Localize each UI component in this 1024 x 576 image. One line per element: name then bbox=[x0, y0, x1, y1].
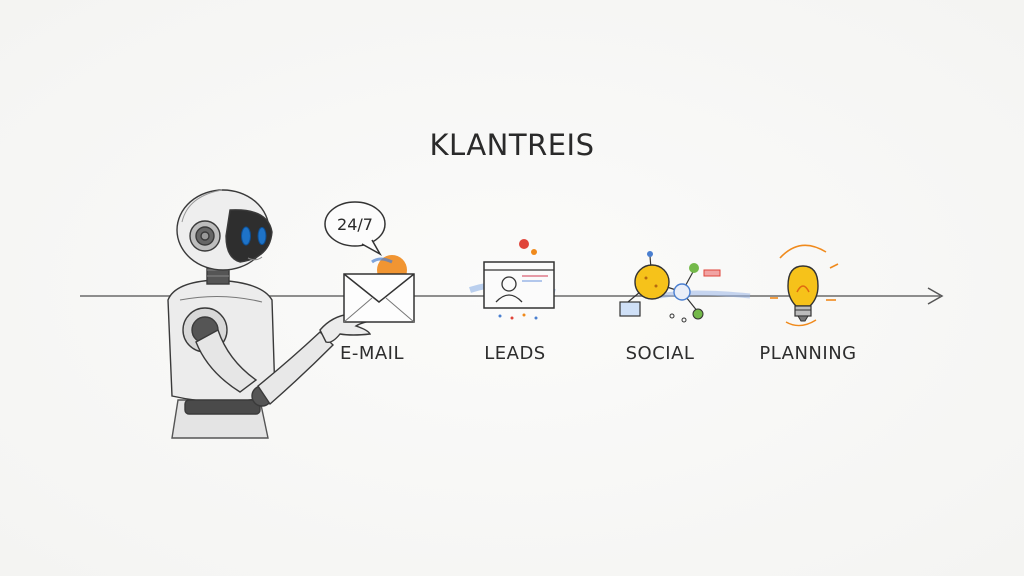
robot-illustration bbox=[167, 189, 378, 439]
speech-bubble: 24/7 bbox=[324, 201, 386, 256]
step-label-leads: LEADS bbox=[484, 343, 546, 364]
step-label-planning: PLANNING bbox=[759, 343, 857, 364]
envelope-icon bbox=[343, 255, 415, 323]
bubble-text: 24/7 bbox=[337, 215, 373, 234]
step-label-email: E-MAIL bbox=[339, 343, 405, 364]
social-network-icon bbox=[619, 251, 751, 323]
profile-window-icon bbox=[469, 239, 556, 320]
step-label-social: SOCIAL bbox=[625, 343, 695, 364]
diagram-title: KLANTREIS bbox=[429, 128, 595, 162]
lightbulb-icon bbox=[770, 244, 839, 327]
